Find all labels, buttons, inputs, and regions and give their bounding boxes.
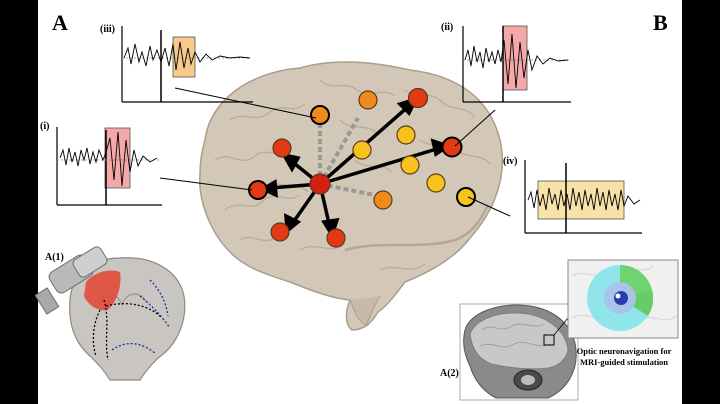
trace-i	[56, 127, 162, 206]
neuronavigation-caption: Optic neuronavigation for MRI-guided sti…	[566, 346, 682, 368]
arrowhead	[259, 179, 278, 198]
node	[400, 155, 420, 175]
inset-label-a1: A(1)	[45, 252, 64, 263]
caption-line-2: MRI-guided stimulation	[579, 357, 669, 367]
arrowhead	[321, 217, 340, 240]
stimulation-region	[84, 270, 121, 311]
trace-iii	[121, 26, 253, 103]
node	[407, 87, 429, 109]
node	[326, 228, 346, 248]
arrowhead	[280, 152, 301, 173]
tms-coil	[34, 246, 108, 315]
node	[270, 222, 290, 242]
arrowhead	[284, 213, 302, 235]
node	[272, 138, 292, 158]
node	[396, 125, 416, 145]
caption-line-1: Optic neuronavigation for	[576, 346, 672, 356]
neuronavigation-view	[567, 259, 679, 339]
trace-label-ii: (ii)	[441, 22, 454, 33]
brain-illustration	[199, 61, 504, 331]
inset-a1	[34, 246, 186, 381]
trace-iv	[524, 160, 642, 234]
node	[358, 90, 378, 110]
inset-label-a2: A(2)	[440, 368, 459, 379]
node	[426, 173, 446, 193]
trace-label-iii: (iii)	[100, 24, 115, 35]
node	[456, 187, 476, 207]
node	[441, 136, 463, 158]
highlight-box	[172, 36, 196, 78]
node	[352, 140, 372, 160]
central-node	[309, 173, 331, 195]
panel-label-b: B	[653, 10, 668, 35]
trace-ii	[462, 25, 571, 103]
inset-a2	[459, 303, 579, 401]
highlight-box	[537, 180, 625, 220]
panel-label-a: A	[52, 10, 68, 35]
node	[310, 105, 330, 125]
node	[373, 190, 393, 210]
trace-label-i: (i)	[40, 121, 50, 132]
solid-connection	[319, 146, 441, 186]
callout-lines	[159, 87, 511, 217]
trace-label-iv: (iv)	[503, 156, 518, 167]
nodes	[248, 87, 476, 248]
dashed-connection	[318, 117, 360, 185]
